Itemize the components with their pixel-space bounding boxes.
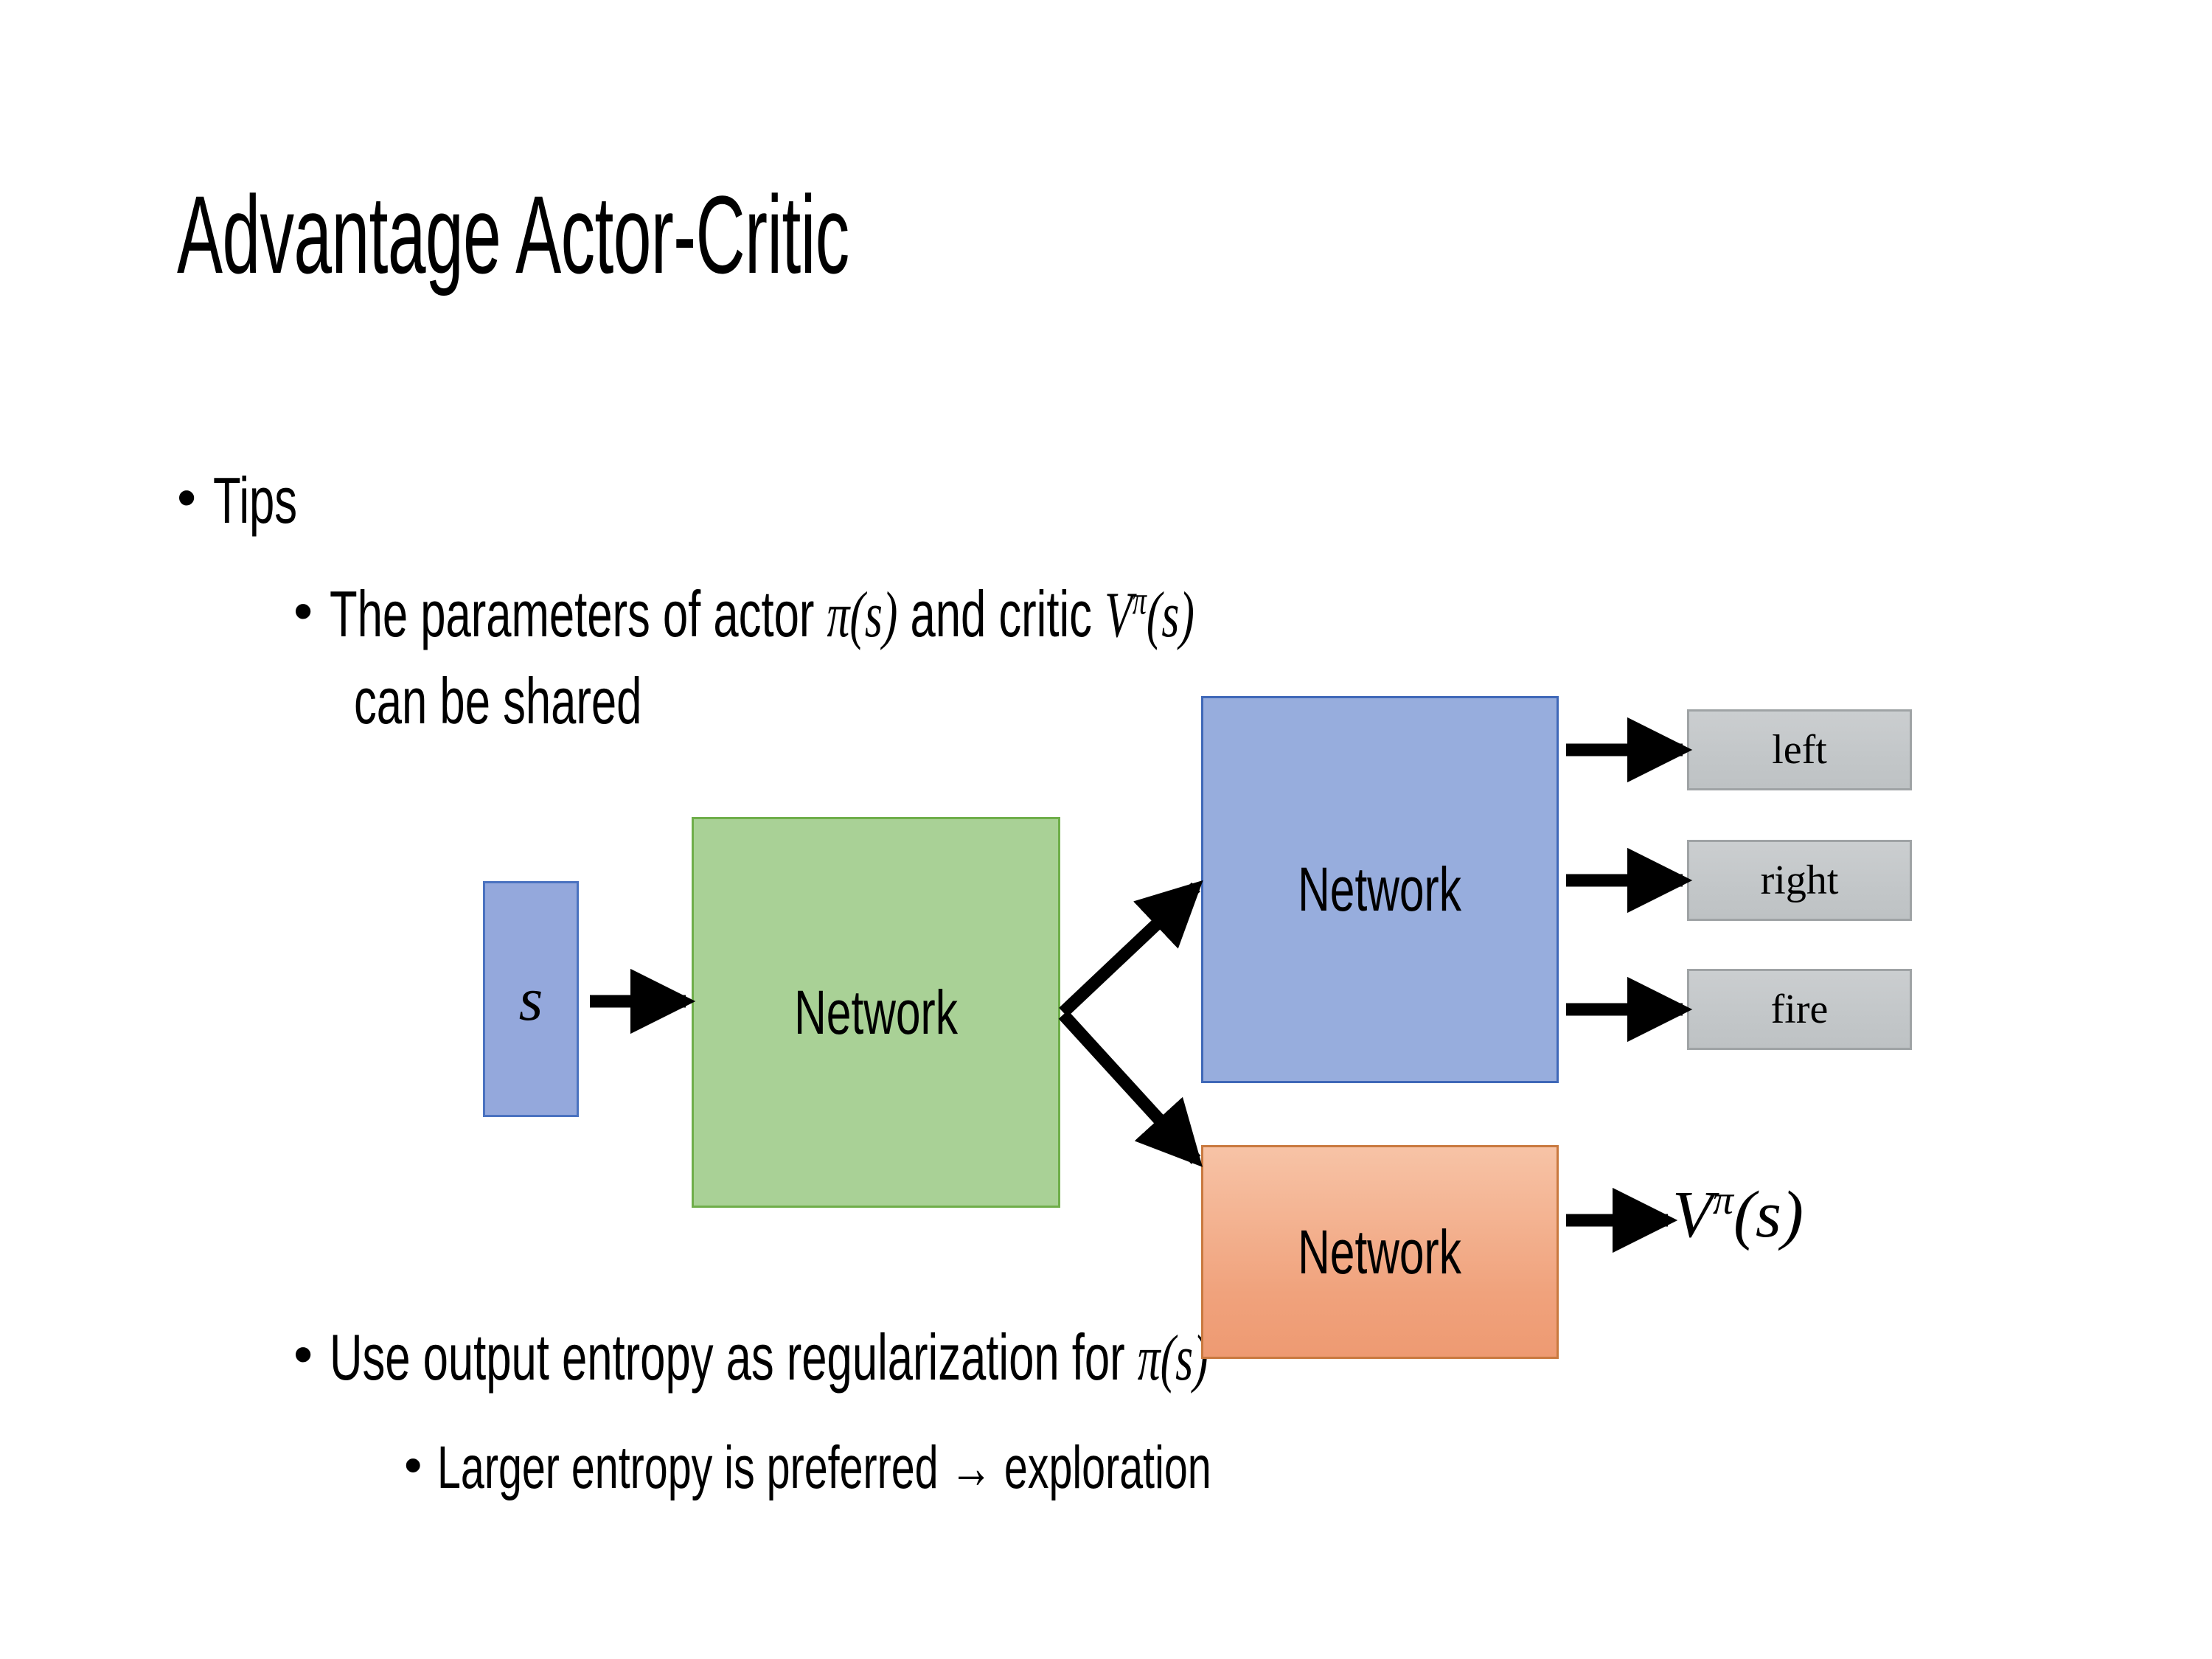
- math-pi-2: π: [1137, 1323, 1161, 1394]
- math-paren-close-2: ): [1178, 580, 1194, 651]
- state-input-box: s: [483, 881, 579, 1117]
- math-V: V: [1104, 580, 1133, 651]
- math-V-out: V: [1672, 1178, 1713, 1251]
- page-title: Advantage Actor-Critic: [177, 173, 849, 296]
- action-box-right: right: [1687, 840, 1912, 921]
- critic-network-box: Network: [1201, 1145, 1559, 1359]
- state-label: s: [518, 964, 543, 1034]
- math-paren-close: ): [882, 580, 897, 651]
- bullet-entropy-text: Use output entropy as regularization for…: [330, 1320, 1208, 1396]
- action-label-right: right: [1760, 858, 1839, 903]
- action-box-fire: fire: [1687, 969, 1912, 1050]
- math-s-out: s: [1755, 1178, 1781, 1251]
- bullet-exploration: • Larger entropy is preferred → explorat…: [404, 1433, 1543, 1503]
- bullet-shared-params-line1: • The parameters of actor π(s) and criti…: [293, 577, 1565, 653]
- bullet-dot-icon: •: [293, 579, 313, 641]
- text-entropy: Use output entropy as regularization for: [329, 1321, 1138, 1394]
- math-s-2: s: [1161, 580, 1179, 651]
- math-paren-open-2: (: [1146, 580, 1161, 651]
- critic-network-label: Network: [1298, 1217, 1462, 1287]
- arrow-shared-to-critic: [1058, 1010, 1203, 1167]
- math-V-superscript-pi: π: [1132, 577, 1147, 623]
- math-s: s: [864, 580, 883, 651]
- text-actor-params: The parameters of actor: [329, 577, 827, 650]
- math-paren-open-out: (: [1733, 1178, 1756, 1251]
- bullet-dot-icon: •: [177, 465, 197, 528]
- shared-network-box: Network: [692, 817, 1060, 1208]
- math-paren-open: (: [849, 580, 865, 651]
- actor-network-box: Network: [1201, 696, 1559, 1083]
- bullet-tips: • Tips: [177, 463, 333, 538]
- bullet-exploration-label: Larger entropy is preferred → exploratio…: [437, 1434, 1211, 1501]
- bullet-tips-label: Tips: [212, 464, 297, 537]
- action-label-fire: fire: [1770, 987, 1829, 1032]
- bullet-shared-params-line2: can be shared: [354, 664, 765, 739]
- bullet-shared-params-text: The parameters of actor π(s) and critic …: [330, 577, 1194, 653]
- bullet-can-be-shared-label: can be shared: [354, 664, 642, 737]
- value-function-output-label: Vπ(s): [1672, 1177, 1804, 1253]
- bullet-entropy-regularization: • Use output entropy as regularization f…: [293, 1320, 1585, 1396]
- math-s-3: s: [1175, 1323, 1193, 1394]
- math-V-out-superscript-pi: π: [1712, 1178, 1733, 1223]
- shared-network-label: Network: [794, 977, 958, 1047]
- math-paren-close-out: ): [1781, 1178, 1804, 1251]
- math-pi: π: [827, 580, 849, 651]
- arrow-shared-to-actor: [1059, 880, 1203, 1018]
- math-paren-open-3: (: [1160, 1323, 1175, 1394]
- bullet-dot-icon: •: [404, 1436, 422, 1494]
- action-box-left: left: [1687, 709, 1912, 790]
- actor-network-label: Network: [1298, 855, 1462, 924]
- bullet-dot-icon: •: [293, 1322, 313, 1385]
- action-label-left: left: [1772, 727, 1827, 773]
- text-and-critic: and critic: [897, 577, 1105, 650]
